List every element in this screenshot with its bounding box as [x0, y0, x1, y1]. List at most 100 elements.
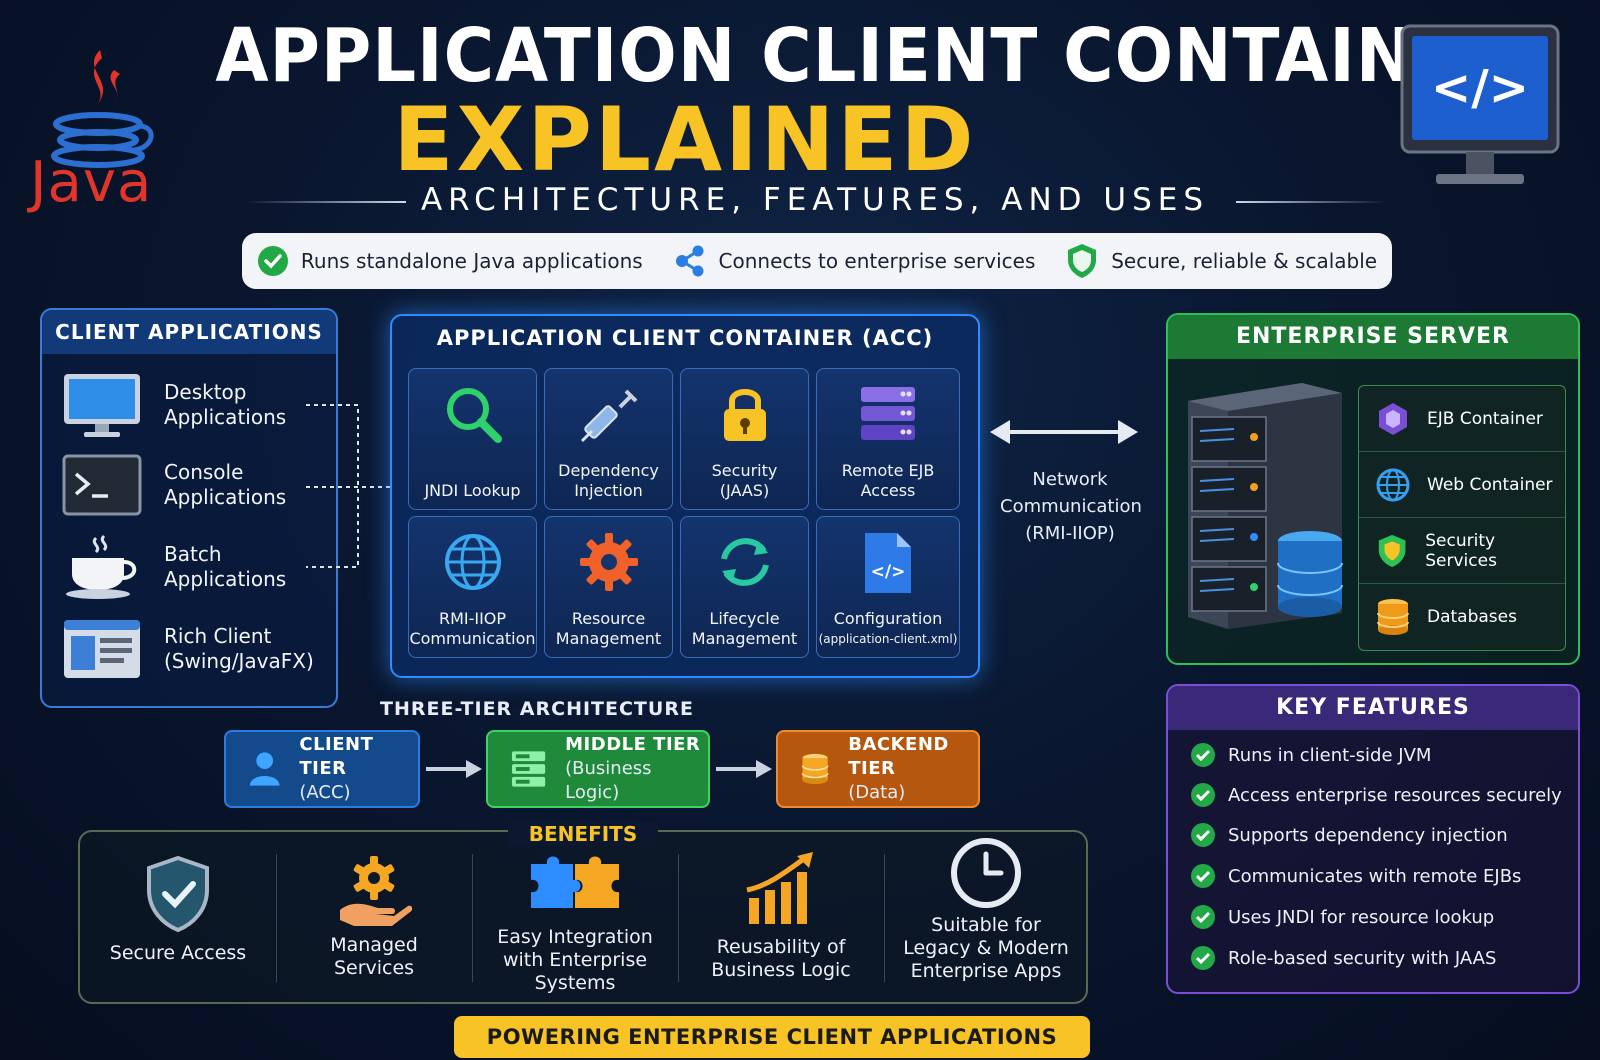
client-item-rich-client: Rich Client (Swing/JavaFX) [62, 618, 314, 680]
bidirectional-arrow-icon [990, 420, 1138, 444]
highlight-item: Runs standalone Java applications [257, 245, 643, 277]
database-icon [801, 753, 829, 785]
enterprise-services-list: EJB Container Web Container Security Ser… [1358, 385, 1566, 651]
benefits-panel: Secure Access Managed Services Easy Inte… [78, 830, 1088, 1004]
check-circle-icon [1191, 864, 1215, 888]
hexagon-icon [1379, 402, 1407, 435]
acc-title: APPLICATION CLIENT CONTAINER (ACC) [436, 326, 934, 350]
benefit-divider [472, 854, 473, 982]
tier-name: MIDDLE TIER [565, 734, 701, 755]
code-file-icon: </> [865, 533, 911, 593]
shield-icon [1378, 534, 1406, 567]
share-network-icon [675, 245, 704, 277]
arrow-right-icon [716, 760, 772, 778]
acc-cell-line2: Management [555, 629, 662, 648]
network-communication-label: Network Communication (RMI-IIOP) [1000, 466, 1142, 547]
client-item-line2: Applications [164, 405, 287, 429]
subtitle-rule-left [246, 201, 406, 203]
enterprise-item-ejb-container: EJB Container [1359, 386, 1565, 452]
benefit-line: with Enterprise [502, 949, 648, 971]
acc-cell-rmi-iiop: RMI-IIOP Communication [408, 516, 537, 658]
page-subtitle: ARCHITECTURE, FEATURES, AND USES [420, 182, 1210, 218]
desktop-monitor-icon [64, 374, 140, 437]
acc-cell-dependency-injection: Dependency Injection [544, 368, 673, 510]
benefit-divider [276, 854, 277, 982]
client-item-line1: Desktop [164, 380, 247, 404]
enterprise-item-label: Web Container [1427, 474, 1553, 495]
acc-cell-line1: Remote EJB [841, 461, 935, 480]
benefit-line: Services [333, 957, 415, 979]
benefit-line: Easy Integration [497, 926, 653, 948]
benefit-easy-integration: Easy Integration with Enterprise Systems [472, 832, 678, 1002]
key-feature-item: Uses JNDI for resource lookup [1190, 904, 1494, 930]
acc-cell-line1: Resource [571, 609, 646, 628]
footer-banner: POWERING ENTERPRISE CLIENT APPLICATIONS [454, 1016, 1090, 1058]
tier-sub: (ACC) [299, 782, 351, 803]
client-item-line2: Applications [164, 567, 287, 591]
globe-icon [1376, 468, 1410, 501]
code-monitor-icon: </> [1400, 24, 1560, 184]
page-title: APPLICATION CLIENT CONTAINER [215, 13, 1517, 99]
check-circle-icon [1191, 783, 1215, 807]
database-cylinder-icon [1277, 531, 1343, 617]
benefit-suitable-legacy-modern: Suitable for Legacy & Modern Enterprise … [884, 832, 1088, 1002]
java-logo-text: Java [30, 150, 153, 215]
server-stack-icon [511, 751, 546, 787]
terminal-icon [62, 454, 142, 516]
gear-hand-icon [340, 856, 413, 926]
tier-sub: (Business Logic) [565, 758, 652, 803]
benefit-line: Suitable for [931, 914, 1041, 936]
gear-icon [579, 533, 638, 591]
benefit-line: Reusability of [716, 936, 846, 958]
server-rack-icon [861, 387, 915, 440]
key-feature-text: Supports dependency injection [1228, 824, 1508, 846]
highlight-text: Secure, reliable & scalable [1111, 249, 1378, 273]
java-cup-logo-icon [51, 50, 154, 168]
network-line1: Network [1032, 469, 1108, 490]
key-feature-text: Role-based security with JAAS [1228, 947, 1497, 969]
tier-backend: BACKEND TIER (Data) [776, 730, 980, 808]
acc-cell-line1: Security [711, 461, 778, 480]
key-feature-item: Supports dependency injection [1190, 822, 1508, 848]
benefit-line: Legacy & Modern [903, 937, 1069, 959]
benefit-managed-services: Managed Services [276, 832, 472, 1002]
padlock-icon [723, 389, 766, 441]
benefit-divider [884, 854, 885, 982]
page-title-highlight: EXPLAINED [393, 88, 977, 191]
window-icon [64, 620, 140, 678]
acc-panel: APPLICATION CLIENT CONTAINER (ACC) JNDI … [390, 314, 980, 678]
highlight-item: Connects to enterprise services [673, 244, 1036, 278]
key-feature-text: Runs in client-side JVM [1228, 744, 1432, 766]
client-item-line1: Rich Client [164, 624, 272, 648]
client-connector-lines [306, 404, 390, 568]
acc-cell-security-jaas: Security (JAAS) [680, 368, 809, 510]
check-circle-icon [1191, 905, 1215, 929]
enterprise-server-panel: ENTERPRISE SERVER [1166, 313, 1580, 665]
magnifier-icon [446, 388, 502, 443]
client-item-line1: Console [164, 460, 244, 484]
client-item-line2: Applications [164, 485, 287, 509]
user-icon [249, 752, 280, 786]
svg-text:</>: </> [1431, 60, 1529, 116]
growth-chart-icon [746, 852, 813, 924]
coffee-cup-icon [66, 534, 137, 599]
network-line3: (RMI-IIOP) [1025, 523, 1115, 544]
highlight-text: Connects to enterprise services [718, 249, 1036, 273]
acc-cell-lifecycle-management: Lifecycle Management [680, 516, 809, 658]
enterprise-item-web-container: Web Container [1359, 452, 1565, 518]
key-features-title: KEY FEATURES [1168, 686, 1578, 730]
highlights-bar: Runs standalone Java applications Connec… [242, 233, 1392, 289]
key-feature-item: Communicates with remote EJBs [1190, 863, 1521, 889]
refresh-cycle-icon [720, 538, 769, 586]
acc-cell-line1: JNDI Lookup [424, 481, 521, 500]
tier-name: BACKEND TIER [848, 734, 949, 779]
acc-cell-line1: Lifecycle [709, 609, 780, 628]
syringe-icon [580, 389, 637, 443]
highlight-text: Runs standalone Java applications [300, 249, 643, 273]
puzzle-icon [531, 856, 619, 908]
shield-check-icon [147, 855, 209, 933]
check-circle-icon [1191, 823, 1215, 847]
acc-cell-line2: Injection [574, 481, 643, 500]
client-item-line1: Batch [164, 542, 222, 566]
key-feature-item: Runs in client-side JVM [1190, 742, 1431, 768]
